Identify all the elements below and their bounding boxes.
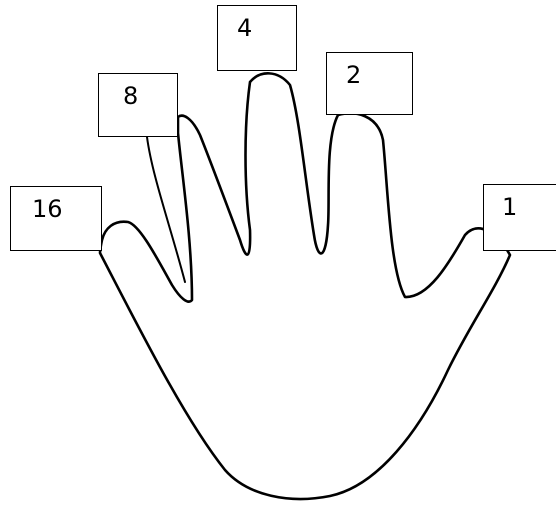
thumb-value-box: 16 xyxy=(10,186,102,251)
index-finger-value-box: 8 xyxy=(98,73,178,137)
middle-finger-value-label: 4 xyxy=(237,14,253,42)
thumb-value-label: 16 xyxy=(32,195,63,223)
pinky-finger-value-label: 1 xyxy=(502,193,518,221)
index-finger-value-label: 8 xyxy=(123,82,139,110)
hand-outline xyxy=(98,72,512,501)
index-finger-inner-crease xyxy=(146,136,186,283)
middle-finger-value-box: 4 xyxy=(217,5,297,71)
pinky-finger-value-box: 1 xyxy=(483,184,556,251)
ring-finger-value-label: 2 xyxy=(346,61,362,89)
ring-finger-value-box: 2 xyxy=(326,52,413,115)
